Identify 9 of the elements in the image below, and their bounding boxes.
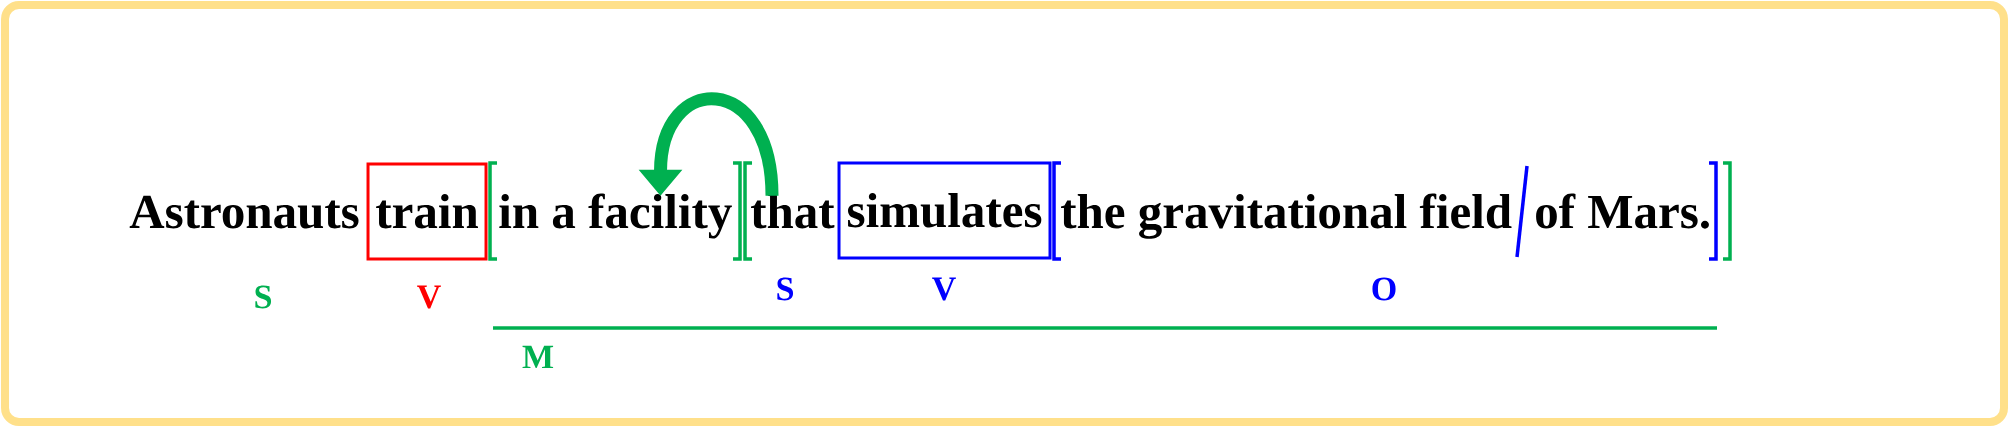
sentence-text: in a facility: [499, 193, 732, 239]
role-letter: O: [1372, 277, 1396, 301]
role-letter: M: [522, 345, 554, 369]
role-letter: S: [777, 277, 794, 301]
role-letter: S: [255, 285, 272, 309]
sentence-text: that: [751, 194, 835, 229]
boxed-word: train: [366, 162, 488, 261]
boxed-word: simulates: [837, 161, 1052, 260]
sentence-text: of Mars.: [1536, 193, 1709, 229]
